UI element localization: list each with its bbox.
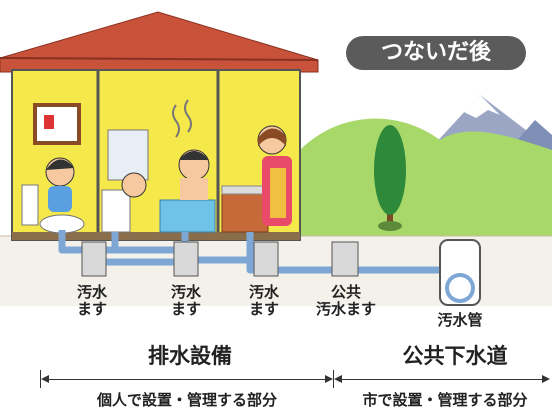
- sewer-pipe-circle: [445, 273, 475, 303]
- masu-box-3: [253, 241, 279, 277]
- arrow-right-head: [542, 375, 550, 383]
- tree-crown: [374, 125, 406, 215]
- bathtub: [159, 199, 216, 233]
- masu-label-1: 汚水 ます: [72, 284, 112, 318]
- drainage-desc: 個人で設置・管理する部分: [96, 391, 277, 409]
- public-masu-label-line2: 汚水ます: [315, 300, 376, 318]
- public-sewer-title: 公共下水道: [402, 344, 508, 368]
- arrow-mid-tick: [333, 370, 334, 388]
- drainage-arrow-line: [45, 379, 325, 380]
- public-masu-box: [331, 241, 359, 277]
- sewer-pipe-label: 汚水管: [437, 311, 483, 329]
- masu-label-2: 汚水 ます: [166, 284, 206, 318]
- masu-label-3-line2: ます: [248, 300, 279, 318]
- floor: [12, 232, 300, 240]
- washbasin: [101, 189, 131, 233]
- kitchen-counter: [221, 191, 269, 233]
- masu-label-1-line1: 汚水: [76, 283, 107, 301]
- tree-pot: [378, 221, 402, 231]
- masu-box-1: [81, 241, 107, 277]
- window: [33, 103, 81, 145]
- mountain-snow: [464, 95, 500, 118]
- public-masu-label-line1: 公共: [330, 283, 361, 301]
- masu-box-2: [173, 241, 199, 277]
- masu-label-3-line1: 汚水: [248, 283, 279, 301]
- public-arrow-line: [342, 379, 542, 380]
- arrow-mid-right-head: [334, 375, 342, 383]
- drainage-title: 排水設備: [148, 344, 232, 368]
- tree-trunk: [387, 205, 393, 227]
- masu-label-3: 汚水 ます: [244, 284, 284, 318]
- masu-label-1-line2: ます: [76, 300, 107, 318]
- house-roof: [0, 11, 319, 73]
- masu-label-2-line2: ます: [170, 300, 201, 318]
- arrow-left-tick: [40, 370, 41, 388]
- masu-label-2-line1: 汚水: [170, 283, 201, 301]
- arrow-mid-left-head: [325, 375, 333, 383]
- after-connection-badge: つないだ後: [346, 36, 526, 70]
- public-masu-label: 公共 汚水ます: [310, 284, 382, 318]
- green-hill: [300, 118, 552, 240]
- public-sewer-desc: 市で設置・管理する部分: [362, 391, 528, 409]
